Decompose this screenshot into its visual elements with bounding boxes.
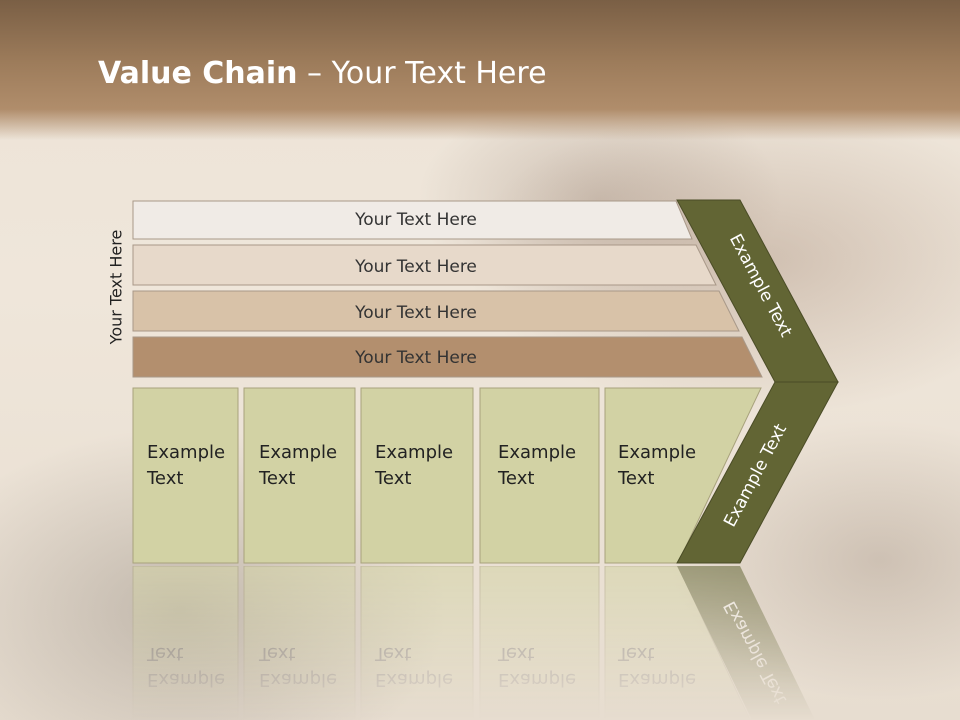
chevron-lower	[676, 381, 839, 564]
cell-3-text: Example Text	[498, 440, 576, 492]
title-rest: – Your Text Here	[297, 56, 547, 91]
title-band	[0, 0, 960, 140]
cell-2-box	[360, 387, 474, 564]
row-2-bar	[132, 290, 740, 332]
cell-0-line2: Text	[147, 468, 184, 489]
cell-1-line1: Example	[259, 442, 338, 463]
cell-1-box	[243, 387, 356, 564]
cell-1-text: Example Text	[259, 440, 337, 492]
cell-2-line2: Text	[375, 468, 412, 489]
cell-3-line2: Text	[498, 468, 535, 489]
row-3-label: Your Text Here	[354, 348, 477, 368]
cell-2-line1: Example	[375, 442, 454, 463]
cell-3-box	[479, 387, 600, 564]
row-0-bar	[132, 200, 693, 240]
cell-0-line1: Example	[147, 442, 226, 463]
row-1-bar	[132, 244, 717, 286]
cell-0-text: Example Text	[147, 440, 225, 492]
cell-4-line2: Text	[618, 468, 655, 489]
cell-4-line1: Example	[618, 442, 697, 463]
row-3-bar	[132, 336, 763, 378]
row-2-label: Your Text Here	[354, 303, 477, 323]
cell-0-box	[132, 387, 239, 564]
title-bold: Value Chain	[98, 56, 298, 91]
cell-1-line2: Text	[259, 468, 296, 489]
cell-4-text: Example Text	[618, 440, 696, 492]
row-1-label: Your Text Here	[354, 257, 477, 277]
cell-2-text: Example Text	[375, 440, 453, 492]
row-0-label: Your Text Here	[354, 210, 477, 230]
slide-title: Value Chain – Your Text Here	[98, 52, 547, 96]
cell-3-line1: Example	[498, 442, 577, 463]
